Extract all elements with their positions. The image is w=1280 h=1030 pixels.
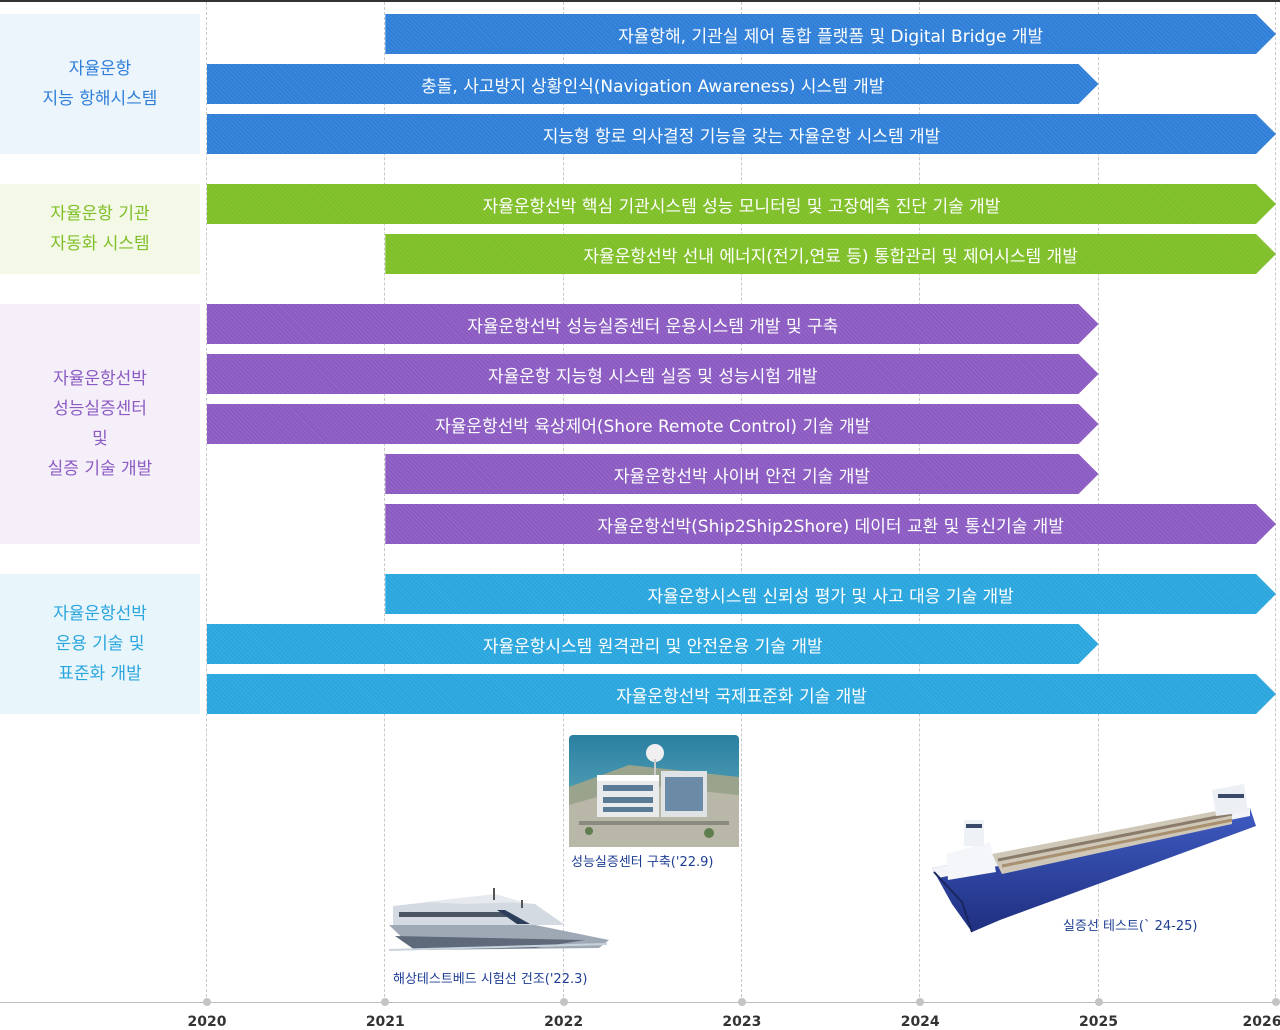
milestone-testbed-caption: 해상테스트베드 시험선 건조('22.3): [393, 972, 588, 987]
category-operation: 자율운항선박 운용 기술 및 표준화 개발: [0, 574, 200, 714]
task-label: 자율항해, 기관실 제어 통합 플랫폼 및 Digital Bridge 개발: [618, 26, 1044, 47]
year-label: 2023: [722, 1014, 762, 1030]
task-label: 자율운항선박 핵심 기관시스템 성능 모니터링 및 고장예측 진단 기술 개발: [482, 196, 1001, 217]
task-label: 자율운항선박(Ship2Ship2Shore) 데이터 교환 및 통신기술 개발: [597, 516, 1064, 537]
year-label: 2021: [365, 1014, 405, 1030]
task-label: 자율운항선박 선내 에너지(전기,연료 등) 통합관리 및 제어시스템 개발: [583, 246, 1078, 267]
container-ship-image: [932, 784, 1256, 933]
milestone-center-caption: 성능실증센터 구축('22.9): [571, 855, 714, 870]
task-bar: 자율운항시스템 신뢰성 평가 및 사고 대응 기술 개발: [385, 574, 1276, 614]
year-tick-dot: [381, 998, 390, 1006]
year-gridline: [206, 2, 207, 1002]
year-label: 2020: [187, 1014, 227, 1030]
year-gridline: [384, 2, 386, 1002]
year-label: 2026: [1242, 1014, 1280, 1030]
year-tick-dot: [203, 998, 211, 1006]
task-bar: 자율운항시스템 원격관리 및 안전운용 기술 개발: [207, 624, 1099, 664]
task-bar: 자율운항선박 선내 에너지(전기,연료 등) 통합관리 및 제어시스템 개발: [385, 234, 1276, 274]
task-label: 자율운항선박 육상제어(Shore Remote Control) 기술 개발: [435, 416, 871, 437]
test-center-image: [569, 735, 739, 847]
task-bar: 자율항해, 기관실 제어 통합 플랫폼 및 Digital Bridge 개발: [385, 14, 1276, 54]
category-label: 자율운항선박 운용 기술 및 표준화 개발: [53, 604, 147, 684]
year-tick-dot: [916, 998, 925, 1006]
task-label: 자율운항시스템 신뢰성 평가 및 사고 대응 기술 개발: [647, 586, 1014, 607]
task-label: 자율운항선박 성능실증센터 운용시스템 개발 및 구축: [467, 316, 839, 337]
task-bar: 지능형 항로 의사결정 기능을 갖는 자율운항 시스템 개발: [207, 114, 1276, 154]
task-bar: 자율운항선박 성능실증센터 운용시스템 개발 및 구축: [207, 304, 1099, 344]
year-label: 2024: [900, 1014, 940, 1030]
task-bar: 자율운항선박 핵심 기관시스템 성능 모니터링 및 고장예측 진단 기술 개발: [207, 184, 1276, 224]
task-label: 자율운항 지능형 시스템 실증 및 성능시험 개발: [487, 366, 818, 387]
year-label: 2025: [1079, 1014, 1118, 1030]
task-bar: 자율운항선박 육상제어(Shore Remote Control) 기술 개발: [207, 404, 1099, 444]
category-engine: 자율운항 기관 자동화 시스템: [0, 184, 200, 274]
year-tick-dot: [559, 998, 568, 1006]
task-label: 충돌, 사고방지 상황인식(Navigation Awareness) 시스템 …: [421, 76, 885, 97]
task-bar: 자율운항선박 사이버 안전 기술 개발: [385, 454, 1098, 494]
category-label: 자율운항선박 성능실증센터 및 실증 기술 개발: [47, 369, 153, 479]
year-gridline: [919, 2, 921, 1002]
task-label: 자율운항선박 국제표준화 기술 개발: [616, 686, 867, 707]
timeline-axis: [0, 1002, 1280, 1003]
year-tick-dot: [737, 998, 746, 1006]
category-test-center: 자율운항선박 성능실증센터 및 실증 기술 개발: [0, 304, 200, 544]
category-navigation: 자율운항 지능 항해시스템: [0, 14, 200, 154]
category-label: 자율운항 기관 자동화 시스템: [50, 204, 150, 254]
top-border: [0, 0, 1280, 2]
task-label: 지능형 항로 의사결정 기능을 갖는 자율운항 시스템 개발: [542, 126, 941, 147]
year-label: 2022: [544, 1014, 584, 1030]
task-label: 자율운항시스템 원격관리 및 안전운용 기술 개발: [482, 636, 823, 657]
task-label: 자율운항선박 사이버 안전 기술 개발: [613, 466, 870, 487]
task-bar: 자율운항선박 국제표준화 기술 개발: [207, 674, 1276, 714]
milestone-ship-caption: 실증선 테스트(` 24-25): [1063, 919, 1198, 934]
task-bar: 자율운항 지능형 시스템 실증 및 성능시험 개발: [207, 354, 1099, 394]
year-gridline: [562, 2, 564, 1002]
category-label: 자율운항 지능 항해시스템: [42, 59, 158, 109]
task-bar: 자율운항선박(Ship2Ship2Shore) 데이터 교환 및 통신기술 개발: [385, 504, 1276, 544]
year-tick-dot: [1272, 998, 1280, 1006]
year-gridline: [1275, 2, 1276, 1002]
year-tick-dot: [1094, 998, 1103, 1006]
task-bar: 충돌, 사고방지 상황인식(Navigation Awareness) 시스템 …: [207, 64, 1099, 104]
year-gridline: [1097, 2, 1099, 1002]
year-gridline: [740, 2, 742, 1002]
testbed-vessel-image: [388, 888, 609, 951]
